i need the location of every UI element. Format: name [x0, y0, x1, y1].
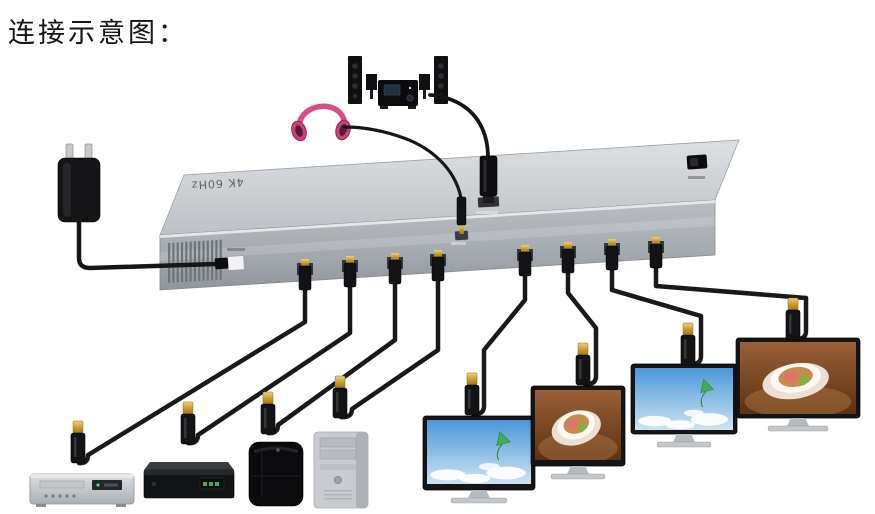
vent-grille	[168, 239, 222, 283]
tv-1	[422, 415, 536, 504]
hdmi-plug-stb	[180, 401, 196, 445]
plug-prong	[84, 143, 93, 161]
tv-screen-coffee	[535, 390, 621, 460]
hdmi-plug-pc	[332, 375, 348, 419]
game-console	[248, 441, 304, 507]
set-top-box	[143, 462, 235, 499]
speaker-system-icon	[348, 56, 448, 109]
hdmi-plug-console	[260, 391, 276, 435]
headphone-cable	[342, 125, 463, 200]
optical-plug	[477, 155, 500, 208]
headphones-icon	[291, 103, 351, 142]
hdmi-port-plug-8	[647, 236, 665, 269]
optical-cable	[428, 93, 490, 160]
hdmi-port-plug-3	[386, 252, 404, 285]
tv-screen-sky	[635, 368, 733, 430]
hdmi-plug-dvd	[70, 420, 86, 464]
hdmi-plug-tv-3	[680, 322, 696, 366]
tv-2	[530, 385, 626, 480]
device-model-label: 4K 60Hz	[190, 175, 243, 191]
hdmi-port-plug-6	[559, 241, 577, 274]
hdmi-plug-tv-2	[575, 342, 591, 386]
hdmi-cable-4	[338, 276, 441, 420]
pc-tower	[313, 431, 369, 509]
power-cable	[76, 219, 219, 271]
tv-screen-coffee	[740, 342, 856, 414]
plug-prong	[65, 143, 74, 161]
audio-jack-plug	[454, 196, 469, 241]
dvd-player	[29, 473, 135, 507]
hdmi-port-plug-5	[516, 244, 534, 277]
hdmi-cable-8	[653, 262, 809, 342]
tv-3	[630, 363, 738, 448]
power-switch	[686, 154, 708, 170]
hdmi-cable-5	[470, 271, 528, 417]
power-adapter	[57, 143, 101, 223]
hdmi-port-plug-1	[296, 258, 314, 291]
tv-screen-sky	[427, 420, 531, 484]
dc-power-port	[227, 255, 245, 271]
hdmi-port-plug-4	[429, 249, 447, 282]
tv-4	[735, 337, 861, 432]
hdmi-cable-3	[265, 279, 398, 436]
small-print-marks	[227, 176, 705, 251]
hdmi-plug-tv-4	[785, 297, 801, 341]
diagram-title: 连接示意图：	[8, 18, 188, 49]
hdmi-plug-tv-1	[464, 372, 480, 416]
hdmi-port-plug-7	[603, 238, 621, 271]
dc-plug	[214, 257, 229, 270]
hdmi-port-plug-2	[341, 255, 359, 288]
